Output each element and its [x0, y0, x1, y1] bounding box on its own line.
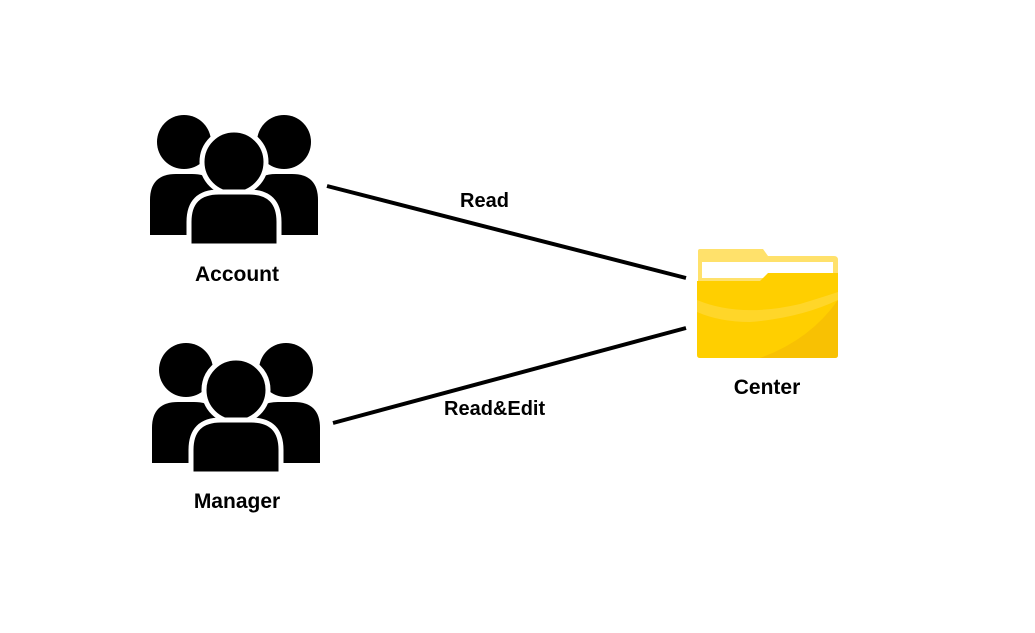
edge-label-read: Read [460, 190, 509, 212]
folder-highlight [697, 292, 838, 322]
folder-shadow [760, 300, 838, 358]
user-group-icon [152, 343, 320, 474]
edge-manager-center [332, 326, 687, 425]
node-label-manager: Manager [194, 490, 280, 513]
edge-account-center [326, 184, 687, 280]
node-account: Account [150, 115, 318, 286]
node-label-center: Center [734, 376, 801, 399]
node-manager: Manager [152, 343, 320, 513]
node-label-account: Account [195, 263, 279, 286]
folder-icon [697, 249, 838, 358]
user-group-icon [150, 115, 318, 246]
node-center: Center [697, 249, 838, 399]
edge-label-read-edit: Read&Edit [444, 398, 545, 420]
